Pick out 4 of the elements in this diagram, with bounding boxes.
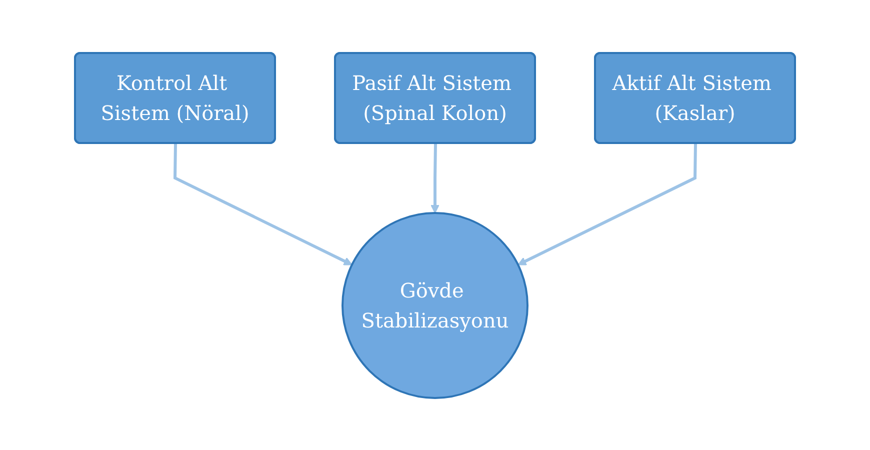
arrow: [518, 142, 697, 265]
arrow: [173, 142, 352, 265]
arrow: [430, 142, 440, 213]
node-circle: Gövde Stabilizasyonu: [342, 212, 528, 398]
